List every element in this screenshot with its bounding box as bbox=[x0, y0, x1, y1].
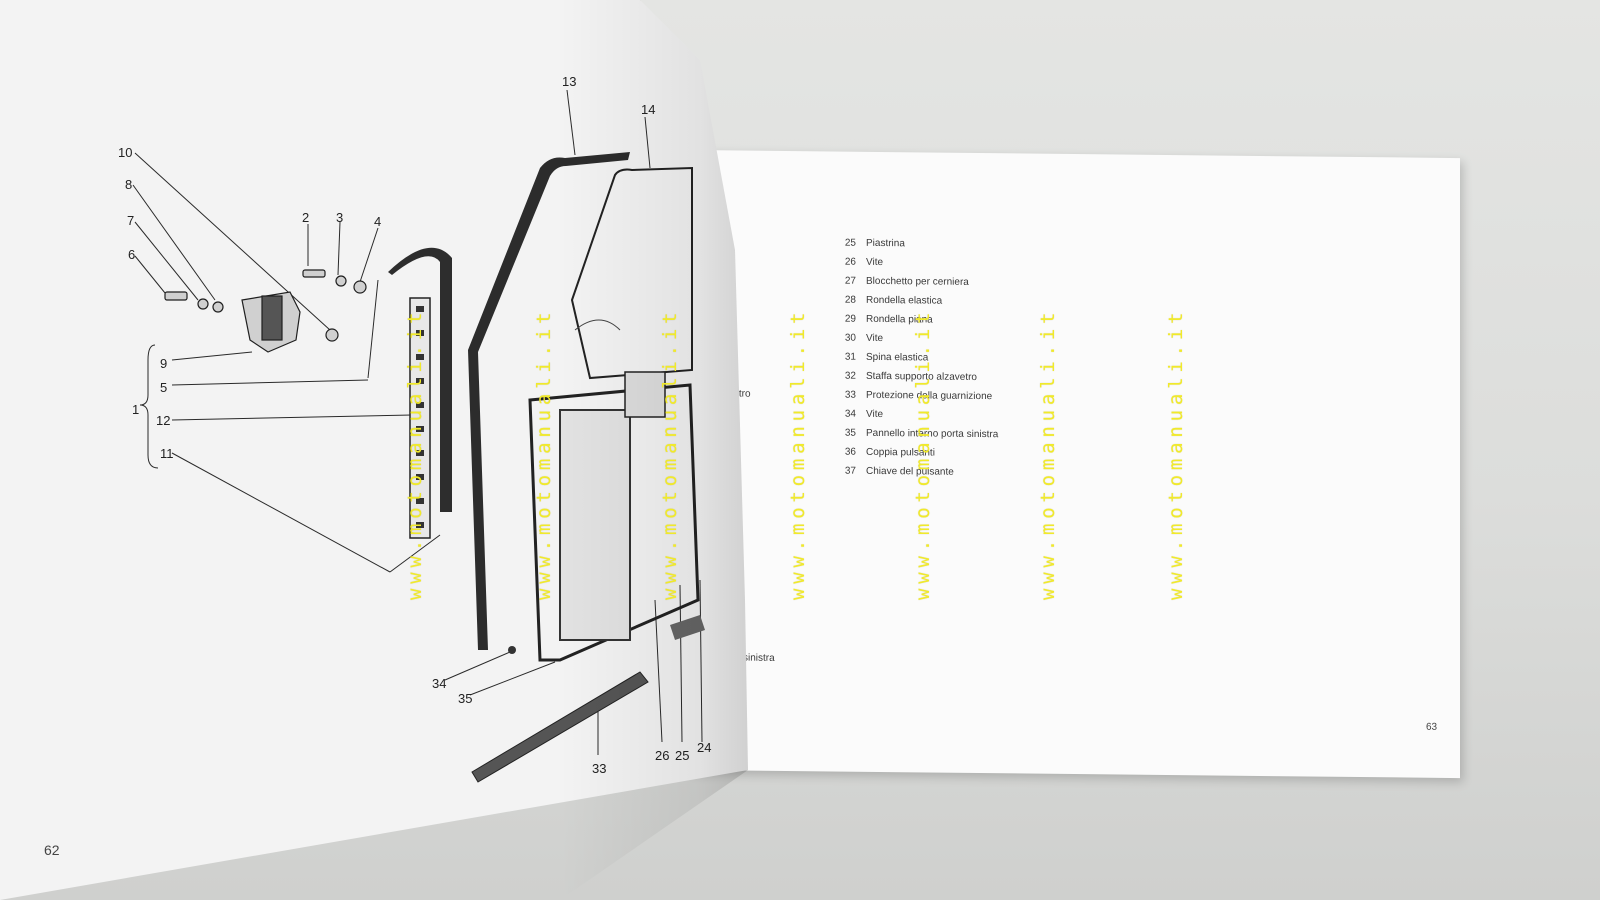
callout-label: 5 bbox=[160, 380, 167, 395]
callout-label: 11 bbox=[160, 446, 174, 461]
callout-label: 26 bbox=[655, 748, 669, 763]
watermark-text: www.motomanuali.it bbox=[404, 307, 426, 600]
callout-label: 6 bbox=[128, 247, 135, 262]
callout-label: 4 bbox=[374, 214, 381, 229]
callout-label: 8 bbox=[125, 177, 132, 192]
callout-label: 1 bbox=[132, 402, 139, 417]
callout-label: 34 bbox=[432, 676, 446, 691]
callout-label: 12 bbox=[156, 413, 170, 428]
watermark-text: www.motomanuali.it bbox=[1037, 307, 1059, 600]
callout-label: 7 bbox=[127, 213, 134, 228]
callout-label: 24 bbox=[697, 740, 711, 755]
callout-label: 13 bbox=[562, 74, 576, 89]
page-number: 63 bbox=[1426, 721, 1438, 733]
watermark-text: www.motomanuali.it bbox=[533, 307, 555, 600]
callout-label: 33 bbox=[592, 761, 606, 776]
left-page: 10 8 7 6 2 3 4 9 5 1 12 11 13 14 34 35 3… bbox=[0, 0, 748, 900]
page-number: 62 bbox=[44, 842, 60, 858]
watermark-text: www.motomanuali.it bbox=[787, 307, 809, 600]
exploded-door-parts-diagram-icon: 10 8 7 6 2 3 4 9 5 1 12 11 13 14 34 35 3… bbox=[118, 74, 711, 783]
callout-label: 35 bbox=[458, 691, 472, 706]
callout-label: 3 bbox=[336, 210, 343, 225]
callout-label: 25 bbox=[675, 748, 689, 763]
watermark-text: www.motomanuali.it bbox=[1165, 307, 1187, 600]
callout-label: 10 bbox=[118, 145, 132, 160]
watermark-text: www.motomanuali.it bbox=[659, 307, 681, 600]
callout-label: 2 bbox=[302, 210, 309, 225]
callout-label: 9 bbox=[160, 356, 167, 371]
callout-label: 14 bbox=[641, 102, 655, 117]
watermark-text: www.motomanuali.it bbox=[912, 307, 934, 600]
